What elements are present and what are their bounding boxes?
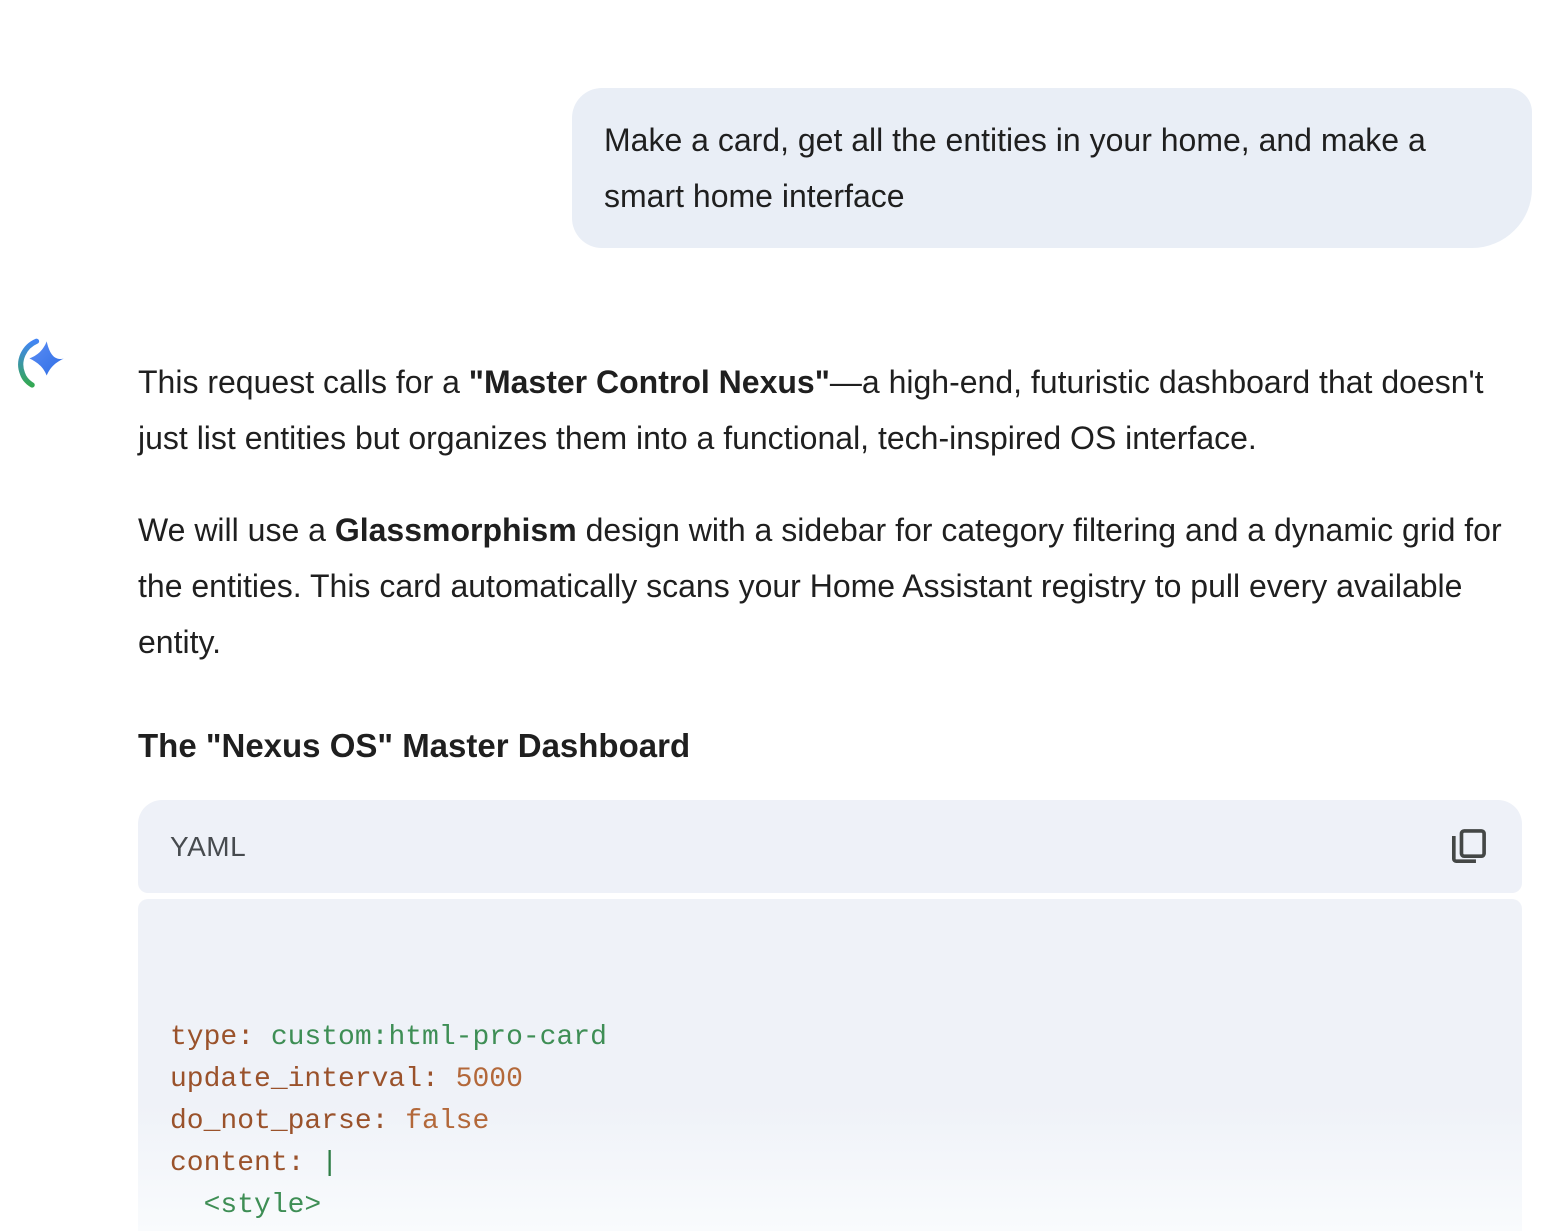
code-token: [439, 1064, 456, 1095]
code-token: content:: [170, 1148, 305, 1179]
code-token: do_not_parse:: [170, 1106, 389, 1137]
text-segment: —a high-end, futuristic dashboard that d…: [138, 364, 1484, 456]
code-token: 5000: [455, 1064, 523, 1095]
code-block-header: YAML: [138, 800, 1522, 893]
gemini-sparkle-icon: [12, 336, 68, 392]
text-segment: Glassmorphism: [334, 512, 577, 548]
assistant-response: This request calls for a "Master Control…: [138, 354, 1522, 1231]
code-token: [304, 1148, 321, 1179]
code-token: |: [321, 1148, 339, 1179]
text-segment: design with a sidebar for category filte…: [138, 512, 1502, 660]
user-message-text: Make a card, get all the entities in you…: [604, 122, 1426, 214]
code-line: update_interval: 5000: [170, 1059, 1522, 1101]
code-line: type: custom:html-pro-card: [170, 1017, 1522, 1059]
code-token: [388, 1106, 405, 1137]
text-segment: We will use a: [138, 512, 335, 548]
text-segment: This request calls for a: [138, 364, 469, 400]
code-token: update_interval:: [170, 1064, 439, 1095]
section-heading: The "Nexus OS" Master Dashboard: [138, 727, 691, 764]
content-copy-icon: [1451, 828, 1486, 863]
code-token: custom:html-pro-card: [270, 1022, 607, 1053]
code-token: false: [405, 1106, 490, 1137]
code-token: [254, 1022, 271, 1053]
response-paragraphs: This request calls for a "Master Control…: [138, 354, 1522, 670]
code-token: type:: [170, 1022, 255, 1053]
code-line: content: |: [170, 1143, 1522, 1185]
user-message-bubble: Make a card, get all the entities in you…: [572, 88, 1532, 248]
response-paragraph: We will use a Glassmorphism design with …: [138, 502, 1522, 670]
code-line: :host {: [170, 1227, 1522, 1231]
code-token: [170, 1190, 204, 1221]
text-segment: "Master Control Nexus": [468, 364, 830, 400]
response-paragraph: This request calls for a "Master Control…: [138, 354, 1522, 466]
code-token: <style>: [203, 1190, 322, 1221]
code-line: <style>: [170, 1185, 1522, 1227]
code-language-label: YAML: [170, 830, 247, 862]
copy-code-button[interactable]: [1440, 819, 1496, 875]
code-line: do_not_parse: false: [170, 1101, 1522, 1143]
